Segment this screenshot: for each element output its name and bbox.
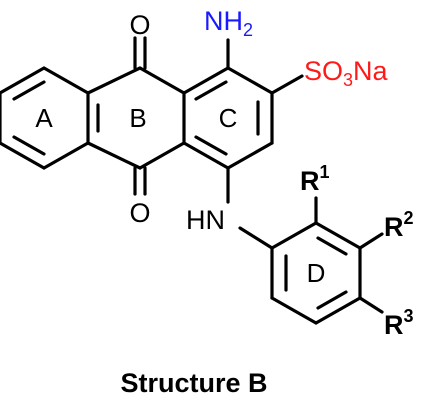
carbonyl-top-oxygen: O (129, 10, 150, 40)
r3-main: R (384, 310, 404, 340)
sulfonate-subscript: 3 (343, 70, 353, 90)
sulfonate-label: SO3Na (304, 56, 389, 90)
ring-label-a: A (35, 103, 53, 133)
r2-main: R (384, 212, 404, 242)
sulfonate-part-a: SO (304, 56, 343, 86)
carbonyl-bottom-oxygen: O (129, 198, 150, 228)
structure-caption: Structure B (120, 368, 267, 398)
substituent-bonds (226, 38, 304, 250)
linker-label: HN (186, 205, 225, 235)
ring-label-c: C (219, 103, 238, 133)
carbonyl-bonds (133, 36, 147, 196)
amine-main: NH (204, 6, 243, 36)
r2-label: R2 (384, 208, 414, 242)
r3-label: R3 (384, 306, 414, 340)
ring-label-b: B (129, 103, 146, 133)
amine-subscript: 2 (243, 20, 253, 40)
amine-label: NH2 (204, 6, 253, 40)
ring-c-bonds (182, 66, 274, 170)
sulfonate-part-b: Na (353, 56, 388, 86)
r1-superscript: 1 (320, 162, 330, 182)
r1-label: R1 (300, 162, 330, 196)
r2-superscript: 2 (404, 208, 414, 228)
r3-superscript: 3 (404, 306, 414, 326)
ring-label-d: D (307, 258, 326, 288)
ring-d-bonds (270, 196, 384, 325)
ring-a-bonds (0, 66, 90, 170)
ring-b-bonds (86, 66, 186, 170)
r1-main: R (300, 166, 320, 196)
